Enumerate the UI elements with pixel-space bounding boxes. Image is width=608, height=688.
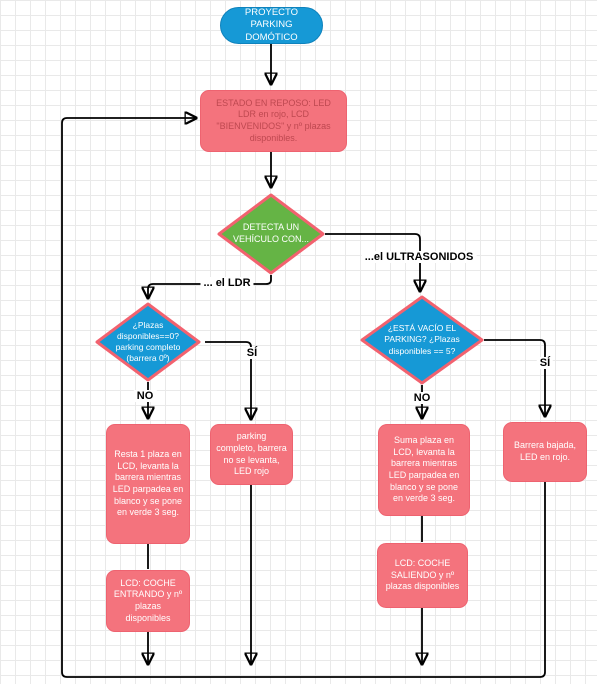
node-resta-plaza[interactable]: Resta 1 plaza en LCD, levanta la barrera… <box>106 424 190 544</box>
edge-label-no-right[interactable]: NO <box>410 392 434 404</box>
edge-label-ultrasonidos[interactable]: ...el ULTRASONIDOS <box>361 251 477 263</box>
node-lcd-coche-entrando[interactable]: LCD: COCHE ENTRANDO y nº plazas disponib… <box>106 570 190 632</box>
node-suma-plaza-label: Suma plaza en LCD, levanta la barrera mi… <box>388 434 460 504</box>
node-parking-completo-label: parking completo, barrera no se levanta,… <box>216 431 287 477</box>
node-estado-reposo[interactable]: ESTADO EN REPOSO: LED LDR en rojo, LCD "… <box>200 90 347 152</box>
node-lcd-coche-entrando-label: LCD: COCHE ENTRANDO y nº plazas disponib… <box>113 577 183 623</box>
node-ldr-decision[interactable]: ¿Plazas disponibles==0? parking completo… <box>95 302 201 382</box>
edge-label-si-left[interactable]: SÍ <box>243 347 261 359</box>
canvas-margin-right <box>597 0 608 688</box>
node-suma-plaza[interactable]: Suma plaza en LCD, levanta la barrera mi… <box>378 424 470 516</box>
canvas-margin-bottom <box>0 684 608 688</box>
connector-detecta-to-ultra-decision[interactable] <box>325 233 420 291</box>
connector-ultra-si[interactable] <box>484 339 545 416</box>
node-lcd-coche-saliendo-label: LCD: COCHE SALIENDO y nº plazas disponib… <box>385 557 460 592</box>
edge-label-ldr[interactable]: ... el LDR <box>200 277 254 289</box>
connector-loop-to-estado[interactable] <box>61 118 546 678</box>
node-ldr-decision-label: ¿Plazas disponibles==0? parking completo… <box>115 319 181 364</box>
node-start[interactable]: PROYECTO PARKING DOMÓTICO <box>220 7 323 44</box>
diamond-shape <box>360 295 484 385</box>
connector-ldr-si[interactable] <box>205 341 251 419</box>
node-barrera-bajada-label: Barrera bajada, LED en rojo. <box>513 440 577 462</box>
node-detecta-vehiculo[interactable]: DETECTA UN VEHÍCULO CON... <box>217 193 325 275</box>
node-start-label: PROYECTO PARKING DOMÓTICO <box>244 6 299 43</box>
diamond-shape <box>95 302 201 382</box>
diamond-shape <box>217 193 325 275</box>
node-detecta-vehiculo-label: DETECTA UN VEHÍCULO CON... <box>232 222 309 244</box>
node-ultrasonidos-decision-label: ¿ESTÁ VACÍO EL PARKING? ¿Plazas disponib… <box>384 323 460 356</box>
node-lcd-coche-saliendo[interactable]: LCD: COCHE SALIENDO y nº plazas disponib… <box>377 543 468 608</box>
node-ultrasonidos-decision[interactable]: ¿ESTÁ VACÍO EL PARKING? ¿Plazas disponib… <box>360 295 484 385</box>
node-barrera-bajada[interactable]: Barrera bajada, LED en rojo. <box>503 422 587 482</box>
node-estado-reposo-label: ESTADO EN REPOSO: LED LDR en rojo, LCD "… <box>216 97 331 143</box>
edge-label-no-left[interactable]: NO <box>133 390 157 402</box>
node-parking-completo[interactable]: parking completo, barrera no se levanta,… <box>210 424 293 485</box>
edge-label-si-right[interactable]: SÍ <box>536 357 554 369</box>
node-resta-plaza-label: Resta 1 plaza en LCD, levanta la barrera… <box>112 448 184 518</box>
